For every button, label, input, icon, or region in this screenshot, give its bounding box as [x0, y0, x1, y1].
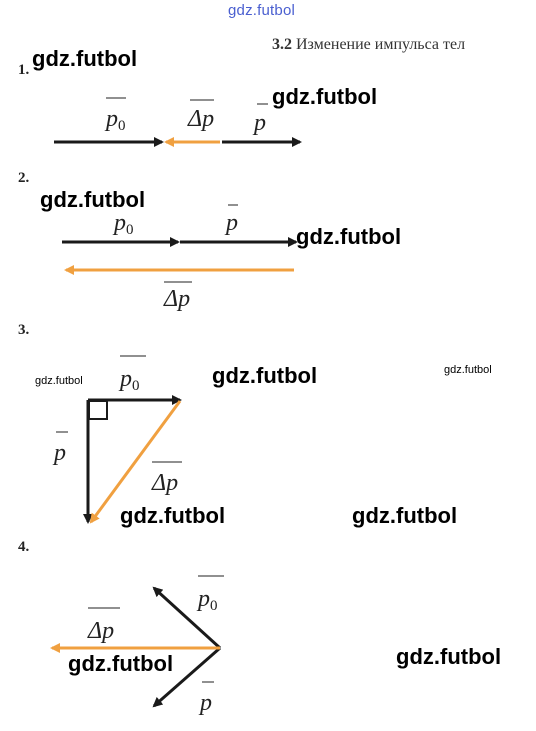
- section-heading: 3.2 Изменение импульса тел: [272, 36, 465, 54]
- fig3-p0-label: p0: [118, 366, 140, 394]
- watermark-10: gdz.futbol: [396, 644, 502, 669]
- watermark-11: gdz.futbol: [68, 651, 174, 676]
- watermark-5: gdz.futbol: [35, 375, 83, 387]
- section-number: 3.2: [272, 36, 292, 53]
- watermark-2: gdz.futbol: [272, 84, 378, 109]
- figure-4: p0 Δp p: [50, 575, 224, 716]
- fig4-dp-label: Δp: [87, 618, 114, 644]
- watermark-7: gdz.futbol: [444, 364, 492, 376]
- fig3-dp-arrow: [89, 400, 182, 524]
- fig1-dp-label: Δp: [187, 106, 214, 132]
- problem-number-2: 2.: [18, 170, 30, 186]
- figure-3: p0 p Δp: [52, 355, 182, 524]
- fig3-dp-label: Δp: [151, 470, 178, 496]
- watermark-top: gdz.futbol: [228, 2, 296, 19]
- watermark-6: gdz.futbol: [212, 363, 318, 388]
- section-title: Изменение импульса тел: [296, 36, 466, 53]
- fig2-p-label: p: [224, 210, 238, 236]
- figure-1: p0 Δp p: [54, 97, 302, 147]
- problem-number-1: 1.: [18, 62, 30, 78]
- fig1-p0-label: p0: [104, 106, 126, 134]
- fig4-p0-arrow: [152, 586, 222, 650]
- watermark-4: gdz.futbol: [296, 224, 402, 249]
- figure-2: p0 p Δp: [62, 204, 298, 312]
- problem-number-4: 4.: [18, 539, 30, 555]
- watermark-1: gdz.futbol: [32, 46, 138, 71]
- fig1-p-label: p: [252, 110, 266, 136]
- fig3-right-angle-mark: [88, 400, 108, 420]
- watermark-3: gdz.futbol: [40, 187, 146, 212]
- fig4-p0-label: p0: [196, 586, 218, 614]
- fig4-p-label: p: [198, 690, 212, 716]
- watermark-9: gdz.futbol: [352, 503, 458, 528]
- watermark-8: gdz.futbol: [120, 503, 226, 528]
- fig4-p-arrow: [152, 646, 221, 708]
- fig2-dp-label: Δp: [163, 286, 190, 312]
- fig3-p-label: p: [52, 440, 66, 466]
- problem-number-3: 3.: [18, 322, 30, 338]
- fig2-p0-label: p0: [112, 210, 134, 238]
